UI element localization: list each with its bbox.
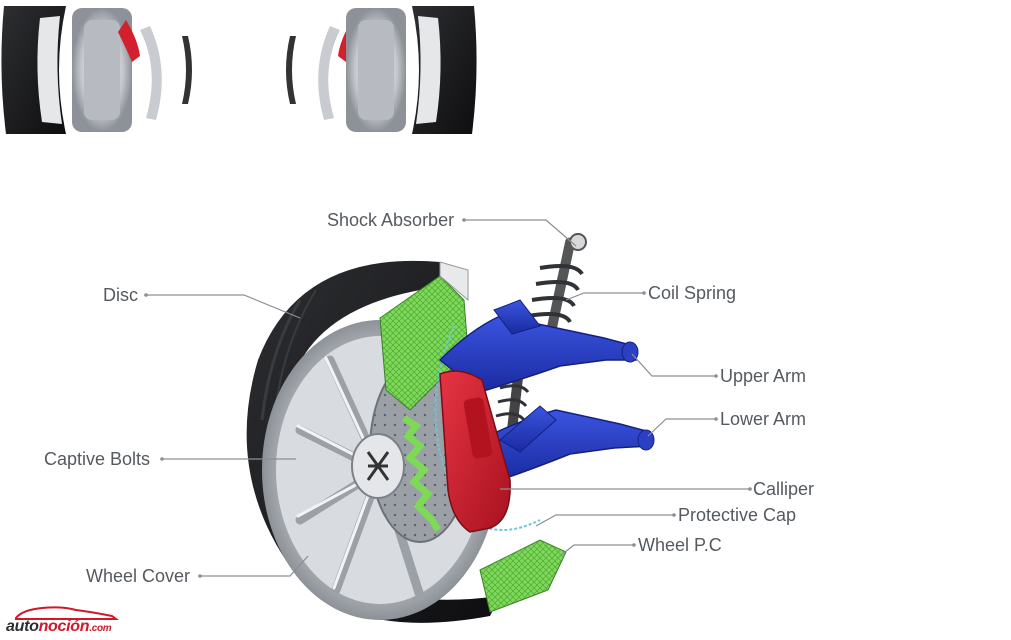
label-upper-arm: Upper Arm — [720, 366, 807, 386]
label-coil-spring: Coil Spring — [648, 283, 737, 303]
label-disc: Disc — [103, 285, 138, 305]
leader-dots — [144, 218, 752, 578]
logo-part-auto: auto — [6, 618, 39, 635]
label-calliper: Calliper — [753, 479, 815, 499]
leader-lines — [146, 219, 750, 577]
upper-arm — [438, 315, 637, 393]
main-wheel-assembly — [246, 233, 655, 623]
thumbnail-wheel-left — [1, 6, 192, 134]
car-silhouette-icon — [15, 606, 119, 620]
label-wheel-pc: Wheel P.C — [638, 535, 722, 555]
label-captive-bolts: Captive Bolts — [44, 449, 151, 469]
thumbnail-wheel-right — [286, 6, 477, 134]
logo-part-nocion: noción — [38, 618, 90, 635]
label-protective-cap: Protective Cap — [678, 505, 797, 525]
mesh-section-lower — [479, 539, 567, 613]
site-logo: autonoción.com — [4, 604, 164, 638]
logo-wordmark: autonoción.com — [6, 618, 112, 636]
logo-part-domain: .com — [89, 623, 112, 634]
label-wheel-cover: Wheel Cover — [86, 566, 191, 586]
label-shock-absorber: Shock Absorber — [327, 210, 455, 230]
label-lower-arm: Lower Arm — [720, 409, 807, 429]
